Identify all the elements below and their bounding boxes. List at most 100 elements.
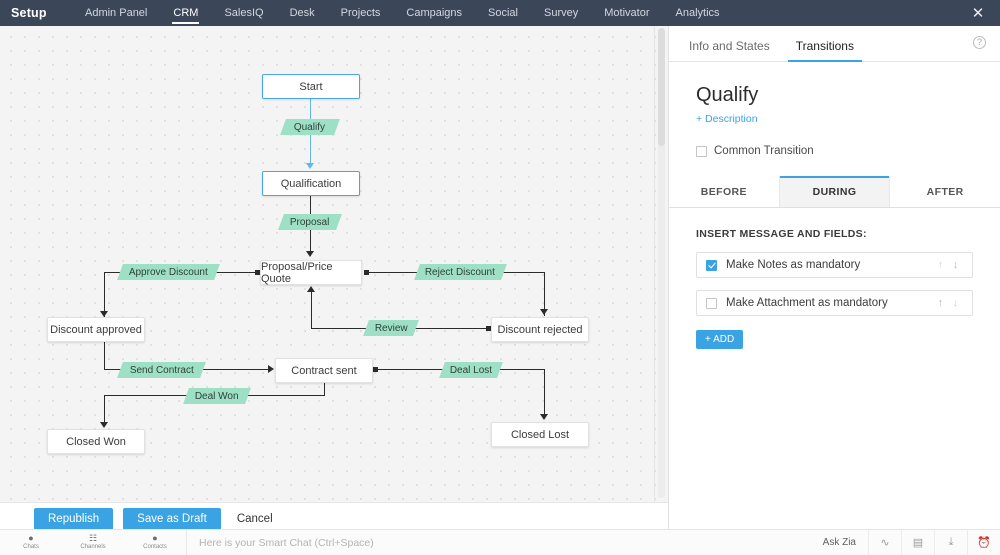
connector-deallost-down	[544, 369, 546, 415]
add-button[interactable]: + ADD	[696, 330, 744, 349]
arrow-down-icon[interactable]: ↓	[952, 259, 959, 271]
common-transition-checkbox[interactable]	[696, 145, 707, 157]
page-title: Qualify	[696, 84, 759, 106]
message-checkbox[interactable]	[706, 297, 717, 309]
node-qual[interactable]: Qualification	[262, 171, 360, 196]
common-transition-row[interactable]: Common Transition	[669, 125, 1000, 157]
save-as-draft-button[interactable]: Save as Draft	[123, 507, 221, 530]
message-checkbox[interactable]	[706, 259, 717, 271]
icon-glyph: ●	[152, 533, 158, 543]
connector-dot-reject	[364, 270, 369, 275]
node-closedlost[interactable]: Closed Lost	[491, 422, 589, 447]
arrowhead-closed-lost	[540, 414, 548, 420]
setup-brand[interactable]: Setup	[11, 6, 47, 20]
transition-label: Deal Lost	[449, 364, 493, 376]
transition-t-approve[interactable]: Approve Discount	[117, 264, 220, 280]
node-discrej[interactable]: Discount rejected	[491, 317, 589, 342]
stage-tab-before[interactable]: BEFORE	[669, 176, 780, 207]
nav-item-survey[interactable]: Survey	[544, 7, 579, 19]
message-label: Make Attachment as mandatory	[726, 297, 888, 309]
node-start[interactable]: Start	[262, 74, 360, 99]
channels-icon[interactable]: ☷Channels	[62, 534, 124, 551]
message-rows: Make Notes as mandatory↑↓Make Attachment…	[669, 252, 1000, 316]
connector-send-down	[104, 342, 106, 370]
ask-zia-button[interactable]: Ask Zia	[822, 537, 856, 548]
node-proposal[interactable]: Proposal/Price Quote	[260, 260, 362, 285]
transition-label: Proposal	[290, 216, 330, 228]
connector-reject-down	[544, 272, 546, 316]
nav-item-social[interactable]: Social	[488, 7, 518, 19]
node-discappr[interactable]: Discount approved	[47, 317, 145, 342]
transition-t-dealwon[interactable]: Deal Won	[183, 388, 251, 404]
canvas-scrollbar-thumb[interactable]	[658, 28, 665, 146]
message-row[interactable]: Make Attachment as mandatory ↑ ↓	[696, 290, 973, 316]
top-navigation: Setup Admin Panel CRM SalesIQ Desk Projects C…	[0, 0, 1000, 26]
contacts-icon[interactable]: ●Contacts	[124, 534, 186, 551]
tab-info-and-states[interactable]: Info and States	[689, 39, 770, 53]
stage-tab-during[interactable]: DURING	[779, 176, 891, 207]
nav-item-projects[interactable]: Projects	[340, 7, 381, 19]
chatbar-right-icons: ∿▤⤓⏰	[868, 529, 1000, 555]
transition-label: Approve Discount	[129, 266, 208, 278]
transition-t-deallost[interactable]: Deal Lost	[439, 362, 503, 378]
download-icon[interactable]: ⤓	[934, 529, 967, 555]
arrow-down-icon[interactable]: ↓	[952, 297, 959, 309]
connector-dot-deallost	[373, 367, 378, 372]
bottom-chat-bar: ●Chats☷Channels●Contacts Here is your Sm…	[0, 529, 1000, 555]
help-circle-icon[interactable]: ?	[973, 36, 986, 49]
republish-button[interactable]: Republish	[34, 507, 114, 530]
add-description-link[interactable]: + Description	[696, 113, 758, 125]
transition-label: Reject Discount	[425, 266, 496, 278]
transition-t-qualify[interactable]: Qualify	[280, 119, 340, 135]
common-transition-label: Common Transition	[714, 145, 814, 157]
smart-chat-input[interactable]: Here is your Smart Chat (Ctrl+Space)	[199, 536, 374, 549]
arrowhead-review-proposal	[307, 286, 315, 292]
node-contract[interactable]: Contract sent	[275, 358, 373, 383]
connector-dealwon-down	[324, 383, 326, 396]
transition-label: Qualify	[294, 121, 326, 133]
arrowhead-start-qualification	[306, 163, 314, 169]
reminder-icon[interactable]: ⏰	[967, 529, 1000, 555]
transition-t-review[interactable]: Review	[363, 320, 419, 336]
insert-message-section-title: INSERT MESSAGE AND FIELDS:	[696, 228, 867, 240]
message-row[interactable]: Make Notes as mandatory↑↓	[696, 252, 973, 278]
transition-t-send[interactable]: Send Contract	[117, 362, 206, 378]
panel-tabs: ? Info and States Transitions	[669, 26, 1000, 62]
node-closedwon[interactable]: Closed Won	[47, 429, 145, 454]
transition-label: Review	[374, 322, 408, 334]
arrow-up-icon[interactable]: ↑	[937, 297, 944, 309]
close-icon[interactable]: ✕	[971, 4, 985, 22]
canvas-edge-line	[654, 26, 655, 502]
arrowhead-qualification-proposal	[306, 251, 314, 257]
connector-dot-approve	[255, 270, 260, 275]
cancel-button[interactable]: Cancel	[236, 512, 273, 525]
nav-item-salesiq[interactable]: SalesIQ	[224, 7, 264, 19]
arrowhead-closed-won	[100, 422, 108, 428]
nav-item-desk[interactable]: Desk	[289, 7, 315, 19]
stage-tab-after[interactable]: AFTER	[890, 176, 1000, 207]
zia-icon[interactable]: ∿	[868, 529, 901, 555]
arrowhead-discount-rejected	[540, 309, 548, 315]
connector-review-up	[311, 292, 313, 329]
icon-glyph: ●	[28, 533, 34, 543]
transitions-panel: ? Info and States Transitions Qualify + D…	[668, 26, 1000, 529]
notes-icon[interactable]: ▤	[901, 529, 934, 555]
connector-dealwon-left	[104, 395, 106, 423]
transition-t-proposal[interactable]: Proposal	[278, 214, 342, 230]
arrow-up-icon[interactable]: ↑	[937, 259, 944, 271]
connector-dot-review	[486, 326, 491, 331]
arrowhead-discount-approved	[100, 311, 108, 317]
nav-item-crm[interactable]: CRM	[160, 0, 211, 26]
chat-icon[interactable]: ●Chats	[0, 534, 62, 551]
transition-t-reject[interactable]: Reject Discount	[414, 264, 507, 280]
chat-shortcut-label: Contacts	[143, 544, 167, 550]
tab-transitions[interactable]: Transitions	[787, 39, 863, 62]
nav-item-campaigns[interactable]: Campaigns	[406, 7, 463, 19]
nav-item-admin-panel[interactable]: Admin Panel	[85, 7, 148, 19]
chat-shortcut-label: Channels	[80, 544, 106, 550]
nav-item-analytics[interactable]: Analytics	[675, 7, 720, 19]
canvas-scrollbar[interactable]	[658, 28, 665, 498]
nav-item-motivator[interactable]: Motivator	[604, 7, 650, 19]
